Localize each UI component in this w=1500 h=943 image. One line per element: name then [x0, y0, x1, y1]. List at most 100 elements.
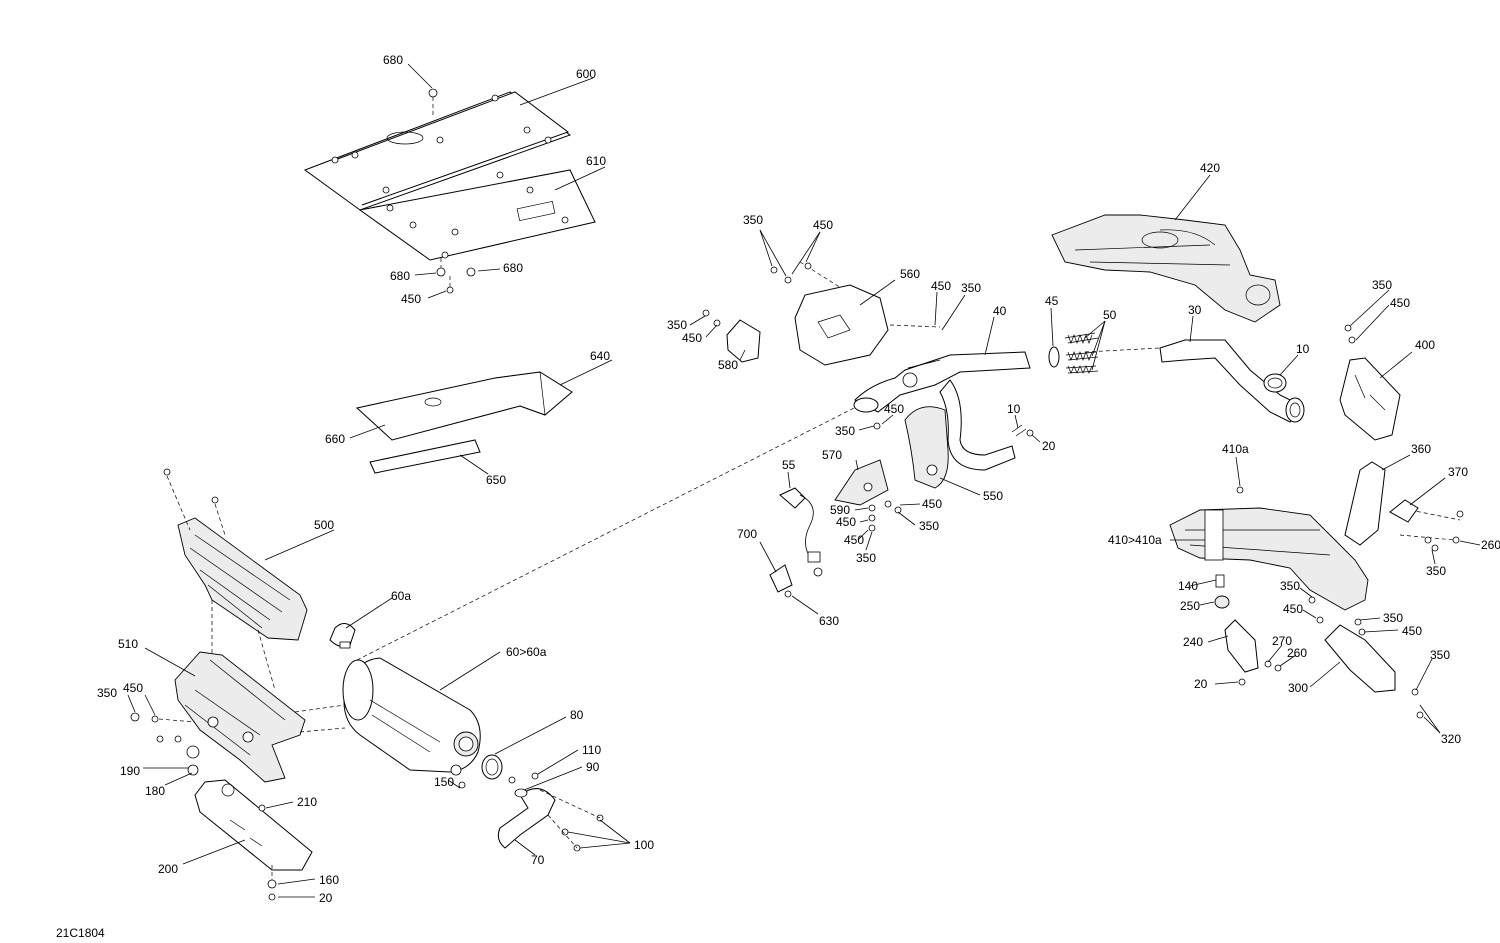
- callout-80: 80: [570, 708, 584, 722]
- callout-210: 210: [297, 795, 317, 809]
- heat-shield-fasteners: [428, 88, 476, 294]
- callout-320: 320: [1441, 732, 1461, 746]
- header-pipe-gasket: [1048, 346, 1060, 368]
- leader-lines: [127, 63, 1481, 898]
- callout-580: 580: [718, 358, 738, 372]
- muffler-body: [342, 657, 481, 789]
- sensor-bracket: [769, 564, 793, 598]
- callout-20: 20: [319, 891, 333, 905]
- callout-350: 350: [1426, 564, 1446, 578]
- muffler-mount-bracket: [194, 779, 313, 901]
- callout-680: 680: [390, 269, 410, 283]
- callout-450: 450: [123, 681, 143, 695]
- right-mount-bracket: [1308, 596, 1424, 719]
- insulation-strip: [369, 439, 481, 474]
- callout-10: 10: [1007, 402, 1021, 416]
- callout-450: 450: [1390, 296, 1410, 310]
- callout-450: 450: [884, 402, 904, 416]
- callout-160: 160: [319, 873, 339, 887]
- callout-680: 680: [383, 53, 403, 67]
- callout-640: 640: [590, 349, 610, 363]
- callout-180: 180: [145, 784, 165, 798]
- callout-450: 450: [1402, 624, 1422, 638]
- manifold-upper-heat-shield: [1051, 214, 1281, 323]
- callout-150: 150: [434, 775, 454, 789]
- callout-350: 350: [1383, 611, 1403, 625]
- tailpipe-gasket: [481, 754, 503, 780]
- callout-350: 350: [743, 213, 763, 227]
- callout-20: 20: [1042, 439, 1056, 453]
- callout-350: 350: [835, 424, 855, 438]
- callout-510: 510: [118, 637, 138, 651]
- callout-100: 100: [634, 838, 654, 852]
- rear-support-bracket: [1339, 324, 1401, 441]
- callout-450: 450: [836, 515, 856, 529]
- callout-350: 350: [856, 551, 876, 565]
- callout-450: 450: [682, 331, 702, 345]
- oxygen-sensor: [779, 487, 823, 577]
- left-mount-bracket: [1224, 619, 1282, 686]
- header-heat-shield: [873, 406, 949, 489]
- tailpipe: [497, 772, 604, 852]
- callout-360: 360: [1411, 442, 1431, 456]
- callout-500: 500: [314, 518, 334, 532]
- callout-680: 680: [503, 261, 523, 275]
- callout-600: 600: [576, 67, 596, 81]
- callout-350: 350: [1372, 278, 1392, 292]
- callout-350: 350: [1430, 648, 1450, 662]
- callout-350: 350: [97, 686, 117, 700]
- center-mount-bracket: [834, 459, 902, 532]
- callout-350: 350: [919, 519, 939, 533]
- callout-370: 370: [1448, 465, 1468, 479]
- callout-450: 450: [922, 497, 942, 511]
- mid-pipe: [1159, 339, 1305, 423]
- callout-450: 450: [813, 218, 833, 232]
- muffler-shield-hardware: [130, 712, 200, 776]
- callout-250: 250: [1180, 599, 1200, 613]
- figure-code: 21C1804: [56, 926, 105, 940]
- callout-560: 560: [900, 267, 920, 281]
- manifold-heat-shield: [770, 262, 889, 366]
- spring-clip: [1011, 424, 1034, 437]
- header-pipe: [853, 351, 1031, 471]
- lower-heat-shield-plate: [358, 169, 596, 261]
- callout-450: 450: [401, 292, 421, 306]
- callout-260: 260: [1481, 538, 1500, 552]
- callout-260: 260: [1287, 646, 1307, 660]
- callout-10: 10: [1296, 342, 1310, 356]
- callout-590: 590: [830, 503, 850, 517]
- muffler-clamp: [329, 623, 356, 649]
- upper-heat-shield-plate: [303, 91, 572, 211]
- insulation-shield: [355, 371, 573, 441]
- callout-450: 450: [844, 533, 864, 547]
- callout-610: 610: [586, 154, 606, 168]
- callout-650: 650: [486, 473, 506, 487]
- lower-manifold-heat-shield: [1169, 486, 1369, 611]
- callout-110: 110: [582, 743, 601, 757]
- isolator-mount: [1214, 574, 1230, 609]
- callout-300: 300: [1288, 681, 1308, 695]
- callout-50: 50: [1103, 308, 1117, 322]
- callout-70: 70: [531, 853, 545, 867]
- callout-630: 630: [819, 614, 839, 628]
- callout-140: 140: [1178, 579, 1198, 593]
- callout-270: 270: [1272, 634, 1292, 648]
- heat-shield-bracket: [702, 309, 761, 363]
- callout-450: 450: [931, 279, 951, 293]
- callout-45: 45: [1045, 294, 1059, 308]
- callout-200: 200: [158, 862, 178, 876]
- callout-190: 190: [120, 764, 140, 778]
- callout-240: 240: [1183, 635, 1203, 649]
- callout-40: 40: [993, 304, 1007, 318]
- callout-420: 420: [1200, 161, 1220, 175]
- callout-20: 20: [1194, 677, 1208, 691]
- callout-labels: 680 600 610 680 680 450 640 660 650 500 …: [97, 53, 1500, 905]
- callout-350: 350: [1280, 579, 1300, 593]
- callout-400: 400: [1415, 338, 1435, 352]
- callout-410a: 410a: [1222, 442, 1249, 456]
- midpipe-seal-ring: [1263, 373, 1287, 393]
- callout-660: 660: [325, 432, 345, 446]
- muffler-upper-heat-shield: [163, 468, 308, 641]
- callout-700: 700: [737, 527, 757, 541]
